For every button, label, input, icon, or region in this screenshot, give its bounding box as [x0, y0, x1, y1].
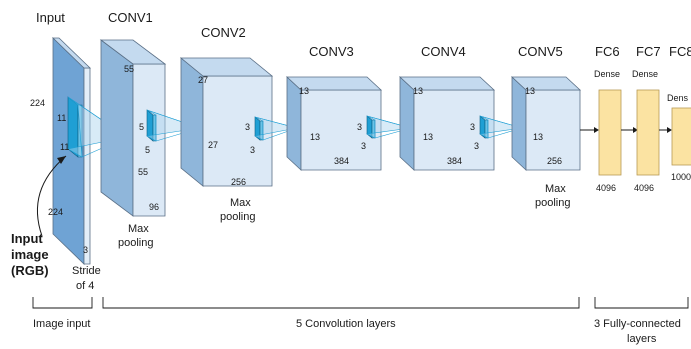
- input-kernel-h-label: 11: [57, 113, 66, 123]
- conv3-kernel-h-label: 3: [357, 122, 362, 132]
- input-layer-block: [52, 37, 91, 265]
- conv3-block: [285, 76, 383, 171]
- fc7-layer-bar: [636, 89, 660, 176]
- fc6-type-label: Dense: [594, 69, 620, 79]
- fc6-layer-bar: [598, 89, 622, 176]
- stride-caption-2: of 4: [76, 280, 94, 292]
- bracket-fc-layers-label-1: 3 Fully-connected: [594, 318, 681, 330]
- input-top-face: [52, 37, 91, 69]
- conv3-kernel-w-label: 3: [361, 141, 366, 151]
- bracket-conv-layers: [102, 297, 580, 309]
- conv4-top-face: [398, 76, 496, 91]
- arrowhead-icon: [667, 127, 672, 133]
- conv4-depth-label: 384: [447, 156, 462, 166]
- conv1-width-label: 55: [138, 167, 148, 177]
- conv1-kernel-h-label: 5: [139, 122, 144, 132]
- conv5-depth-label: 256: [547, 156, 562, 166]
- input-image-pointer: [36, 155, 67, 237]
- fc8-type-label: Dens: [667, 93, 689, 103]
- conv2-pool-caption-2: pooling: [220, 211, 255, 223]
- conv1-block: [99, 39, 167, 217]
- conv2-height-label: 27: [198, 75, 208, 85]
- conv4-kernel-w-label: 3: [474, 141, 479, 151]
- fc8-units-label: 1000: [671, 172, 691, 182]
- conv2-kernel-w-label: 3: [250, 145, 255, 155]
- conv3-width-label: 13: [310, 132, 320, 142]
- conv5-width-label: 13: [533, 132, 543, 142]
- stride-caption-1: Stride: [72, 265, 101, 277]
- conv2-depth-label: 256: [231, 177, 246, 187]
- input-width-label: 224: [48, 207, 63, 217]
- conv4-height-label: 13: [413, 86, 423, 96]
- header-conv5: CONV5: [518, 44, 563, 59]
- conv2-width-label: 27: [208, 140, 218, 150]
- conv3-top-face: [285, 76, 383, 91]
- fc6-units-label: 4096: [596, 183, 616, 193]
- header-conv3: CONV3: [309, 44, 354, 59]
- header-fc8: FC8: [669, 44, 691, 59]
- fc7-units-label: 4096: [634, 183, 654, 193]
- arrowhead-icon: [633, 127, 638, 133]
- conv5-pool-caption-1: Max: [545, 183, 566, 195]
- conv1-top-face: [99, 39, 167, 65]
- conv2-kernel-h-label: 3: [245, 122, 250, 132]
- conv4-kernel-h-label: 3: [470, 122, 475, 132]
- bracket-image-input-label: Image input: [33, 318, 90, 330]
- bracket-fc-layers-label-2: layers: [627, 333, 657, 345]
- conv5-top-face: [510, 76, 582, 91]
- conv1-pool-caption-2: pooling: [118, 237, 153, 249]
- bracket-conv-layers-label: 5 Convolution layers: [296, 318, 396, 330]
- header-conv4: CONV4: [421, 44, 466, 59]
- conv5-height-label: 13: [525, 86, 535, 96]
- input-height-label: 224: [30, 98, 45, 108]
- conv3-height-label: 13: [299, 86, 309, 96]
- conv5-pool-caption-2: pooling: [535, 197, 570, 209]
- input-image-label-1: Input: [11, 231, 43, 246]
- conv2-block: [179, 57, 274, 187]
- conv5-block: [510, 76, 582, 171]
- conv2-pool-caption-1: Max: [230, 197, 251, 209]
- conv4-side-face: [399, 76, 415, 171]
- input-depth-label: 3: [83, 245, 88, 255]
- arrowhead-icon: [57, 156, 66, 164]
- bracket-image-input: [32, 297, 93, 309]
- input-image-label-2: image: [11, 247, 49, 262]
- conv2-top-face: [179, 57, 274, 77]
- input-front-face: [83, 67, 91, 265]
- arrowhead-icon: [594, 127, 599, 133]
- header-fc7: FC7: [636, 44, 661, 59]
- conv4-block: [398, 76, 496, 171]
- conv1-pool-caption-1: Max: [128, 223, 149, 235]
- header-input: Input: [36, 10, 65, 25]
- bracket-fc-layers: [594, 297, 689, 309]
- conv5-side-face: [511, 76, 527, 171]
- fc8-layer-bar: [671, 107, 691, 166]
- input-image-label-3: (RGB): [11, 263, 49, 278]
- conv1-kernel-w-label: 5: [145, 145, 150, 155]
- conv3-depth-label: 384: [334, 156, 349, 166]
- header-conv2: CONV2: [201, 25, 246, 40]
- conv4-width-label: 13: [423, 132, 433, 142]
- conv1-height-label: 55: [124, 64, 134, 74]
- header-fc6: FC6: [595, 44, 620, 59]
- header-conv1: CONV1: [108, 10, 153, 25]
- conv1-depth-label: 96: [149, 202, 159, 212]
- fc7-type-label: Dense: [632, 69, 658, 79]
- input-kernel-w-label: 11: [60, 142, 69, 152]
